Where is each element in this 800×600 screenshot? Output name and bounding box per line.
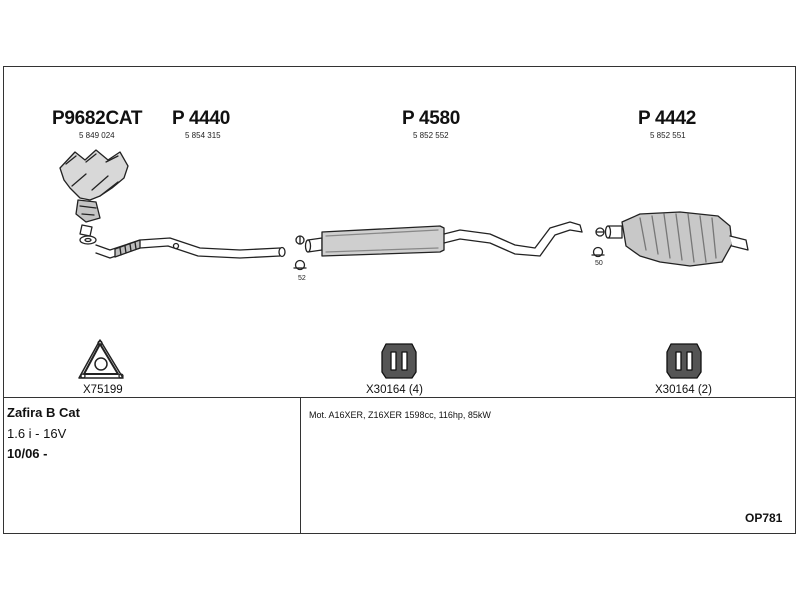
front-pipe [95,237,286,259]
vehicle-date: 10/06 - [7,446,48,461]
part-number-rear-silencer: P 4442 [638,108,697,129]
vehicle-model: Zafira B Cat [7,405,80,420]
oem-number-catalyst: 5 849 024 [79,131,115,140]
oem-number-front-pipe: 5 854 315 [185,131,221,140]
rear-silencer [604,211,749,267]
hardware-label-gasket: X75199 [83,384,123,396]
part-number-middle-silencer: P 4580 [402,108,461,129]
hardware-label-mount: X30164 (2) [655,384,712,396]
clamp-icon [293,235,307,271]
gasket-icon [78,339,124,379]
part-number-catalyst: P9682CAT [52,108,143,129]
rubber-mount-icon [666,343,702,379]
vehicle-engine-size: 1.6 i - 16V [7,426,67,441]
engine-info: Mot. A16XER, Z16XER 1598cc, 116hp, 85kW [309,410,491,420]
clamp-icon [591,227,605,258]
catalyst-manifold [59,149,129,245]
diagram-code: OP781 [745,511,783,525]
oem-number-middle-silencer: 5 852 552 [413,131,449,140]
oem-number-rear-silencer: 5 852 551 [650,131,686,140]
part-number-front-pipe: P 4440 [172,108,231,129]
clamp-label: 52 [298,275,306,282]
divider-vertical [300,398,301,533]
clamp-label: 50 [595,260,603,267]
middle-silencer [304,221,583,257]
rubber-mount-icon [381,343,417,379]
diagram-frame [3,66,796,534]
divider-horizontal [3,397,796,398]
hardware-label-mount: X30164 (4) [366,384,423,396]
